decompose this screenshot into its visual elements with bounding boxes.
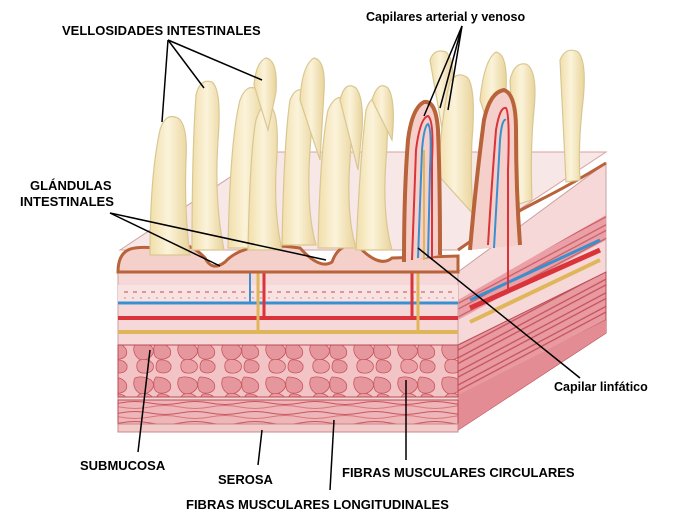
pointer-lines [109, 25, 581, 491]
glands-label-line1: GLÁNDULAS [30, 178, 112, 193]
villus-with-capillaries [402, 99, 442, 263]
longitudinal-muscle-label: FIBRAS MUSCULARES LONGITUDINALES [186, 497, 449, 512]
circular-muscle-label: FIBRAS MUSCULARES CIRCULARES [342, 465, 575, 480]
villi [149, 49, 585, 256]
villi-label: VELLOSIDADES INTESTINALES [62, 23, 261, 38]
side-face [457, 162, 607, 431]
capillaries-label: Capilares arterial y venoso [366, 10, 526, 24]
submucosa-label: SUBMUCOSA [80, 458, 166, 473]
lymphatic-label: Capilar linfático [554, 380, 648, 394]
villus-with-capillaries-right [468, 87, 522, 290]
glands-label-line2: INTESTINALES [20, 194, 114, 209]
front-face [117, 250, 459, 433]
serosa-label: SEROSA [218, 472, 273, 487]
